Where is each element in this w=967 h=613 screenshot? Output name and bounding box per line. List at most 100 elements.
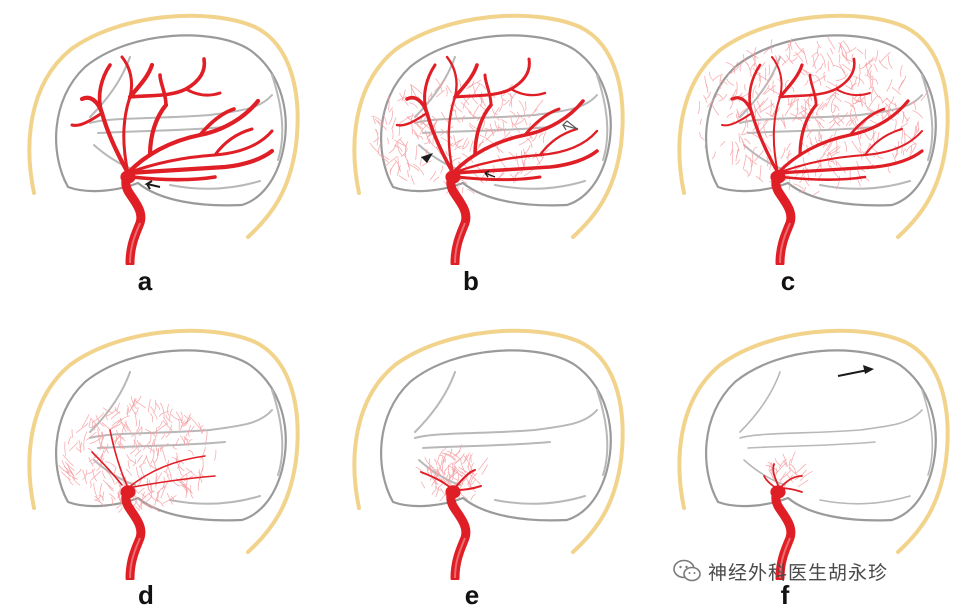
skull-outline xyxy=(352,13,625,239)
capillary xyxy=(137,475,142,487)
capillary xyxy=(793,183,804,190)
capillary xyxy=(461,115,466,123)
capillary xyxy=(875,50,879,63)
capillary xyxy=(415,121,424,130)
capillary xyxy=(735,148,739,158)
capillary xyxy=(849,105,856,111)
capillary xyxy=(391,117,397,130)
capillary xyxy=(91,422,96,431)
capillary xyxy=(460,459,466,474)
capillary xyxy=(852,92,854,108)
artery-branch xyxy=(848,107,886,137)
artery-branch xyxy=(721,112,753,127)
capillary xyxy=(136,419,140,432)
capillary xyxy=(468,111,477,118)
capillary xyxy=(454,444,462,457)
capillary xyxy=(388,107,393,113)
capillary xyxy=(735,81,738,97)
capillary xyxy=(705,91,711,99)
capillary xyxy=(429,458,432,474)
capillary xyxy=(71,428,74,439)
capillary xyxy=(451,457,463,464)
artery-branch xyxy=(451,149,599,175)
cortical-vein xyxy=(494,495,586,505)
capillary xyxy=(116,415,130,426)
capillary xyxy=(770,102,775,108)
capillary xyxy=(388,144,397,154)
capillary xyxy=(857,169,862,182)
capillary xyxy=(814,117,821,130)
capillary xyxy=(58,464,70,474)
capillary xyxy=(188,449,194,456)
capillary xyxy=(64,461,75,472)
artery-highlight xyxy=(129,537,141,579)
capillary xyxy=(498,98,504,113)
capillary xyxy=(802,49,808,65)
capillary xyxy=(111,496,114,505)
capillary xyxy=(699,118,702,125)
capillary xyxy=(774,468,778,477)
capillary xyxy=(782,114,786,129)
capillary xyxy=(190,425,195,433)
capillary xyxy=(729,141,734,156)
capillary xyxy=(445,150,453,157)
capillary xyxy=(165,429,172,438)
capillary xyxy=(771,462,774,478)
artery-branch xyxy=(483,73,493,107)
capillary xyxy=(801,172,807,178)
capillary xyxy=(872,86,880,99)
skull-outline xyxy=(27,13,300,239)
capillary xyxy=(871,86,875,102)
capillary xyxy=(453,134,456,145)
capillary xyxy=(520,150,525,166)
capillary xyxy=(879,51,891,64)
cortical-vein xyxy=(921,74,934,161)
capillary xyxy=(111,418,123,427)
capillary xyxy=(753,103,756,119)
capillary xyxy=(149,412,154,423)
capillary xyxy=(129,402,138,416)
capillary xyxy=(424,457,435,469)
capillary xyxy=(144,428,157,438)
capillary xyxy=(868,59,872,67)
artery-branch xyxy=(395,111,429,127)
capillary xyxy=(828,120,836,129)
artery-branch xyxy=(97,63,112,115)
capillary xyxy=(201,456,204,472)
capillary xyxy=(812,56,817,70)
capillary xyxy=(826,52,835,67)
capillary xyxy=(913,101,917,110)
capillary xyxy=(463,455,468,462)
capillary xyxy=(397,96,407,102)
capillary xyxy=(913,125,917,139)
capillary xyxy=(759,165,762,180)
capillary xyxy=(81,413,90,428)
capillary xyxy=(785,38,793,52)
capillary xyxy=(61,460,70,473)
panel-e-group xyxy=(352,328,625,580)
internal-carotid-artery xyxy=(446,170,471,265)
capillary xyxy=(108,423,122,431)
capillary xyxy=(782,460,787,468)
capillary xyxy=(786,54,794,65)
artery-branch xyxy=(453,63,479,99)
capillary xyxy=(140,501,153,510)
capillary xyxy=(743,169,749,177)
capillary xyxy=(88,453,98,462)
capillary xyxy=(146,446,155,453)
capillary xyxy=(764,72,775,86)
capillary xyxy=(105,470,115,484)
capillary xyxy=(873,63,878,72)
capillary xyxy=(377,152,389,163)
capillary xyxy=(388,110,393,125)
capillary xyxy=(789,56,798,62)
capillary xyxy=(788,458,792,471)
capillary xyxy=(82,443,85,451)
capillary xyxy=(909,145,913,154)
capillary xyxy=(516,153,520,168)
capillary xyxy=(154,399,157,411)
capillary xyxy=(859,63,861,75)
capillary xyxy=(786,142,792,152)
capillary xyxy=(398,175,408,182)
capillary xyxy=(502,99,510,106)
